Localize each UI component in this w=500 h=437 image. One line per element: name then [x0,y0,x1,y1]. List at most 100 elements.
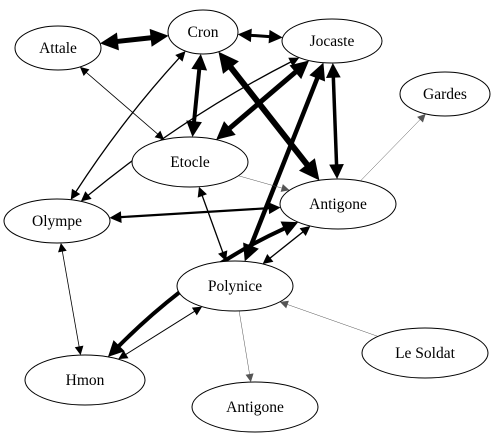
arrowhead [288,57,300,67]
node-ellipse [279,178,397,230]
arrowhead [118,350,129,360]
edges [58,28,426,383]
node-gardes: Gardes [399,71,491,117]
edge-line [201,195,224,253]
node-polynice: Polynice [176,260,294,312]
edge-line [248,77,320,247]
node-ellipse [176,260,294,312]
node-label: Antigone [226,399,284,416]
arrowhead [100,32,119,51]
arrowhead [326,62,341,78]
arrowhead [298,158,320,181]
arrowhead [107,340,125,357]
edge-line [360,119,421,182]
arrowhead [237,28,252,43]
node-cron: Cron [167,9,239,55]
node-ellipse [3,198,111,244]
node-ellipse [281,18,383,64]
arrowhead [299,225,311,236]
arrowhead [280,221,299,236]
arrowhead [262,254,274,265]
node-label: Hmon [66,372,105,389]
arrowhead [289,60,310,80]
edge-etocle-polynice [197,186,228,262]
edge-olympe-hmon [58,242,84,356]
edge-cron-antigone [218,51,320,181]
arrowhead [218,51,239,74]
arrowhead [280,184,290,192]
edge-line [269,231,304,259]
arrowhead [191,53,208,71]
arrowhead [309,62,326,82]
node-antigone-2: Antigone [191,381,319,433]
edge-attale-etocle [79,66,165,140]
arrowhead [70,188,81,200]
node-label: Antigone [309,196,367,213]
arrowhead [216,121,236,140]
arrowhead [329,164,344,180]
node-ellipse [24,354,146,406]
edge-polynice-hmon [118,306,203,360]
node-antigone: Antigone [279,178,397,230]
edge-cron-jocaste [237,28,283,44]
arrowhead [58,242,67,253]
node-ellipse [399,71,491,117]
node-olympe: Olympe [3,198,111,244]
arrowhead [74,345,84,356]
edge-line [331,77,339,165]
node-label: Polynice [208,278,262,295]
arrowhead [245,373,254,383]
edge-line [85,72,159,135]
edge-line [238,175,283,189]
edge-cron-olympe [70,51,186,200]
edge-line [250,33,270,39]
node-ellipse [131,136,249,188]
edge-line [227,69,298,131]
edge-antigone-polynice [262,225,311,265]
edge-line [125,310,196,355]
arrowhead [175,51,186,62]
edge-polynice-antigone-2 [238,310,254,383]
node-etocle: Etocle [131,136,249,188]
arrowhead [80,191,92,202]
edge-jocaste-etocle [216,60,310,140]
arrowhead [149,28,169,47]
node-label: Attale [39,40,77,57]
edge-line [286,304,378,337]
arrowhead [154,130,165,140]
node-hmon: Hmon [24,354,146,406]
edge-olympe-antigone [109,202,281,224]
edge-le-soldat-polynice [279,300,378,337]
edge-line [61,251,80,348]
edge-line [238,310,250,375]
node-attale: Attale [14,25,102,71]
edge-line [228,65,310,167]
node-ellipse [191,381,319,433]
arrowhead [279,300,289,309]
edge-line [87,61,292,196]
arrowhead [268,29,283,44]
edge-cron-etocle [186,53,208,138]
node-ellipse [167,9,239,55]
node-ellipse [361,327,489,379]
node-label: Le Soldat [395,345,456,362]
arrowhead [417,113,426,123]
arrowhead [191,306,203,316]
arrowhead [186,120,202,138]
node-ellipse [14,25,102,71]
arrowhead [79,66,90,76]
node-label: Olympe [32,213,82,230]
edge-line [75,57,180,193]
node-jocaste: Jocaste [281,18,383,64]
edge-antigone-gardes [360,113,426,182]
edge-line [120,207,270,219]
node-label: Etocle [170,154,210,171]
node-label: Jocaste [310,33,355,50]
edge-jocaste-antigone [326,62,344,180]
edge-jocaste-polynice [243,62,326,262]
arrowhead [268,202,281,215]
edge-line [192,68,202,122]
edge-etocle-antigone [238,175,290,192]
